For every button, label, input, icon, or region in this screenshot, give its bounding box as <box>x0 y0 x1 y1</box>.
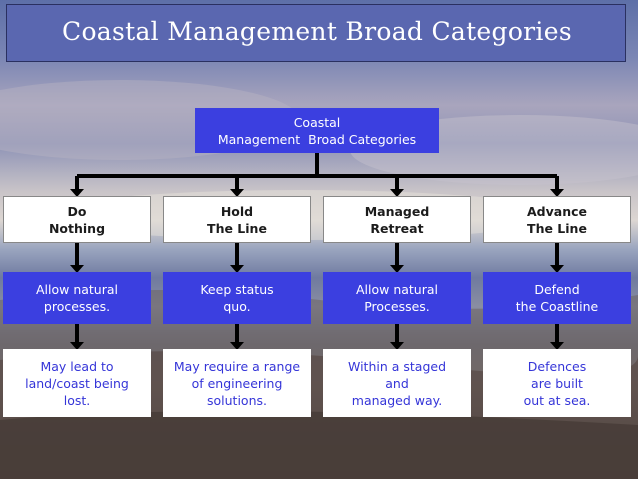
action-line: the Coastline <box>515 299 599 314</box>
result-node-managed-retreat: Within a staged and managed way. <box>323 349 471 417</box>
action-node-advance-the-line: Defend the Coastline <box>483 272 631 324</box>
result-line: out at sea. <box>523 392 591 408</box>
result-node-do-nothing: May lead to land/coast being lost. <box>3 349 151 417</box>
result-line: of engineering <box>191 375 283 391</box>
result-line: land/coast being <box>25 375 129 391</box>
root-node-line-2: Management Broad Categories <box>217 131 417 147</box>
result-line: Defences <box>527 358 587 374</box>
title-bar: Coastal Management Broad Categories <box>6 4 626 62</box>
category-node-hold-the-line: Hold The Line <box>163 196 311 243</box>
action-line: Allow natural <box>35 282 119 297</box>
action-line: Allow natural <box>355 282 439 297</box>
action-line: Defend <box>534 282 580 297</box>
category-node-advance-the-line: Advance The Line <box>483 196 631 243</box>
slide-title: Coastal Management Broad Categories <box>62 17 572 46</box>
category-line: Retreat <box>370 220 424 236</box>
result-line: managed way. <box>351 392 443 408</box>
category-node-do-nothing: Do Nothing <box>3 196 151 243</box>
category-line: Hold <box>220 203 254 219</box>
result-line: May require a range <box>173 358 301 374</box>
category-node-managed-retreat: Managed Retreat <box>323 196 471 243</box>
result-node-hold-the-line: May require a range of engineering solut… <box>163 349 311 417</box>
root-node-line-1: Coastal <box>293 114 341 130</box>
action-node-do-nothing: Allow natural processes. <box>3 272 151 324</box>
action-line: Keep status <box>200 282 274 297</box>
result-line: Within a staged <box>347 358 447 374</box>
result-line: solutions. <box>207 392 267 408</box>
result-line: are built <box>531 375 583 391</box>
category-line: Nothing <box>48 220 106 236</box>
result-line: and <box>385 375 409 391</box>
root-node: Coastal Management Broad Categories <box>195 108 439 153</box>
action-drops <box>70 243 564 273</box>
result-line: lost. <box>63 392 91 408</box>
result-node-advance-the-line: Defences are built out at sea. <box>483 349 631 417</box>
action-line: Processes. <box>364 299 430 314</box>
action-node-hold-the-line: Keep status quo. <box>163 272 311 324</box>
category-line: Managed <box>364 203 430 219</box>
category-line: Advance <box>527 203 587 219</box>
result-drops <box>70 324 564 350</box>
action-node-managed-retreat: Allow natural Processes. <box>323 272 471 324</box>
action-line: quo. <box>223 299 251 314</box>
action-line: processes. <box>43 299 111 314</box>
category-line: The Line <box>207 220 267 236</box>
category-drops <box>70 176 564 197</box>
category-line: Do <box>67 203 87 219</box>
result-line: May lead to <box>40 358 114 374</box>
category-line: The Line <box>527 220 587 236</box>
